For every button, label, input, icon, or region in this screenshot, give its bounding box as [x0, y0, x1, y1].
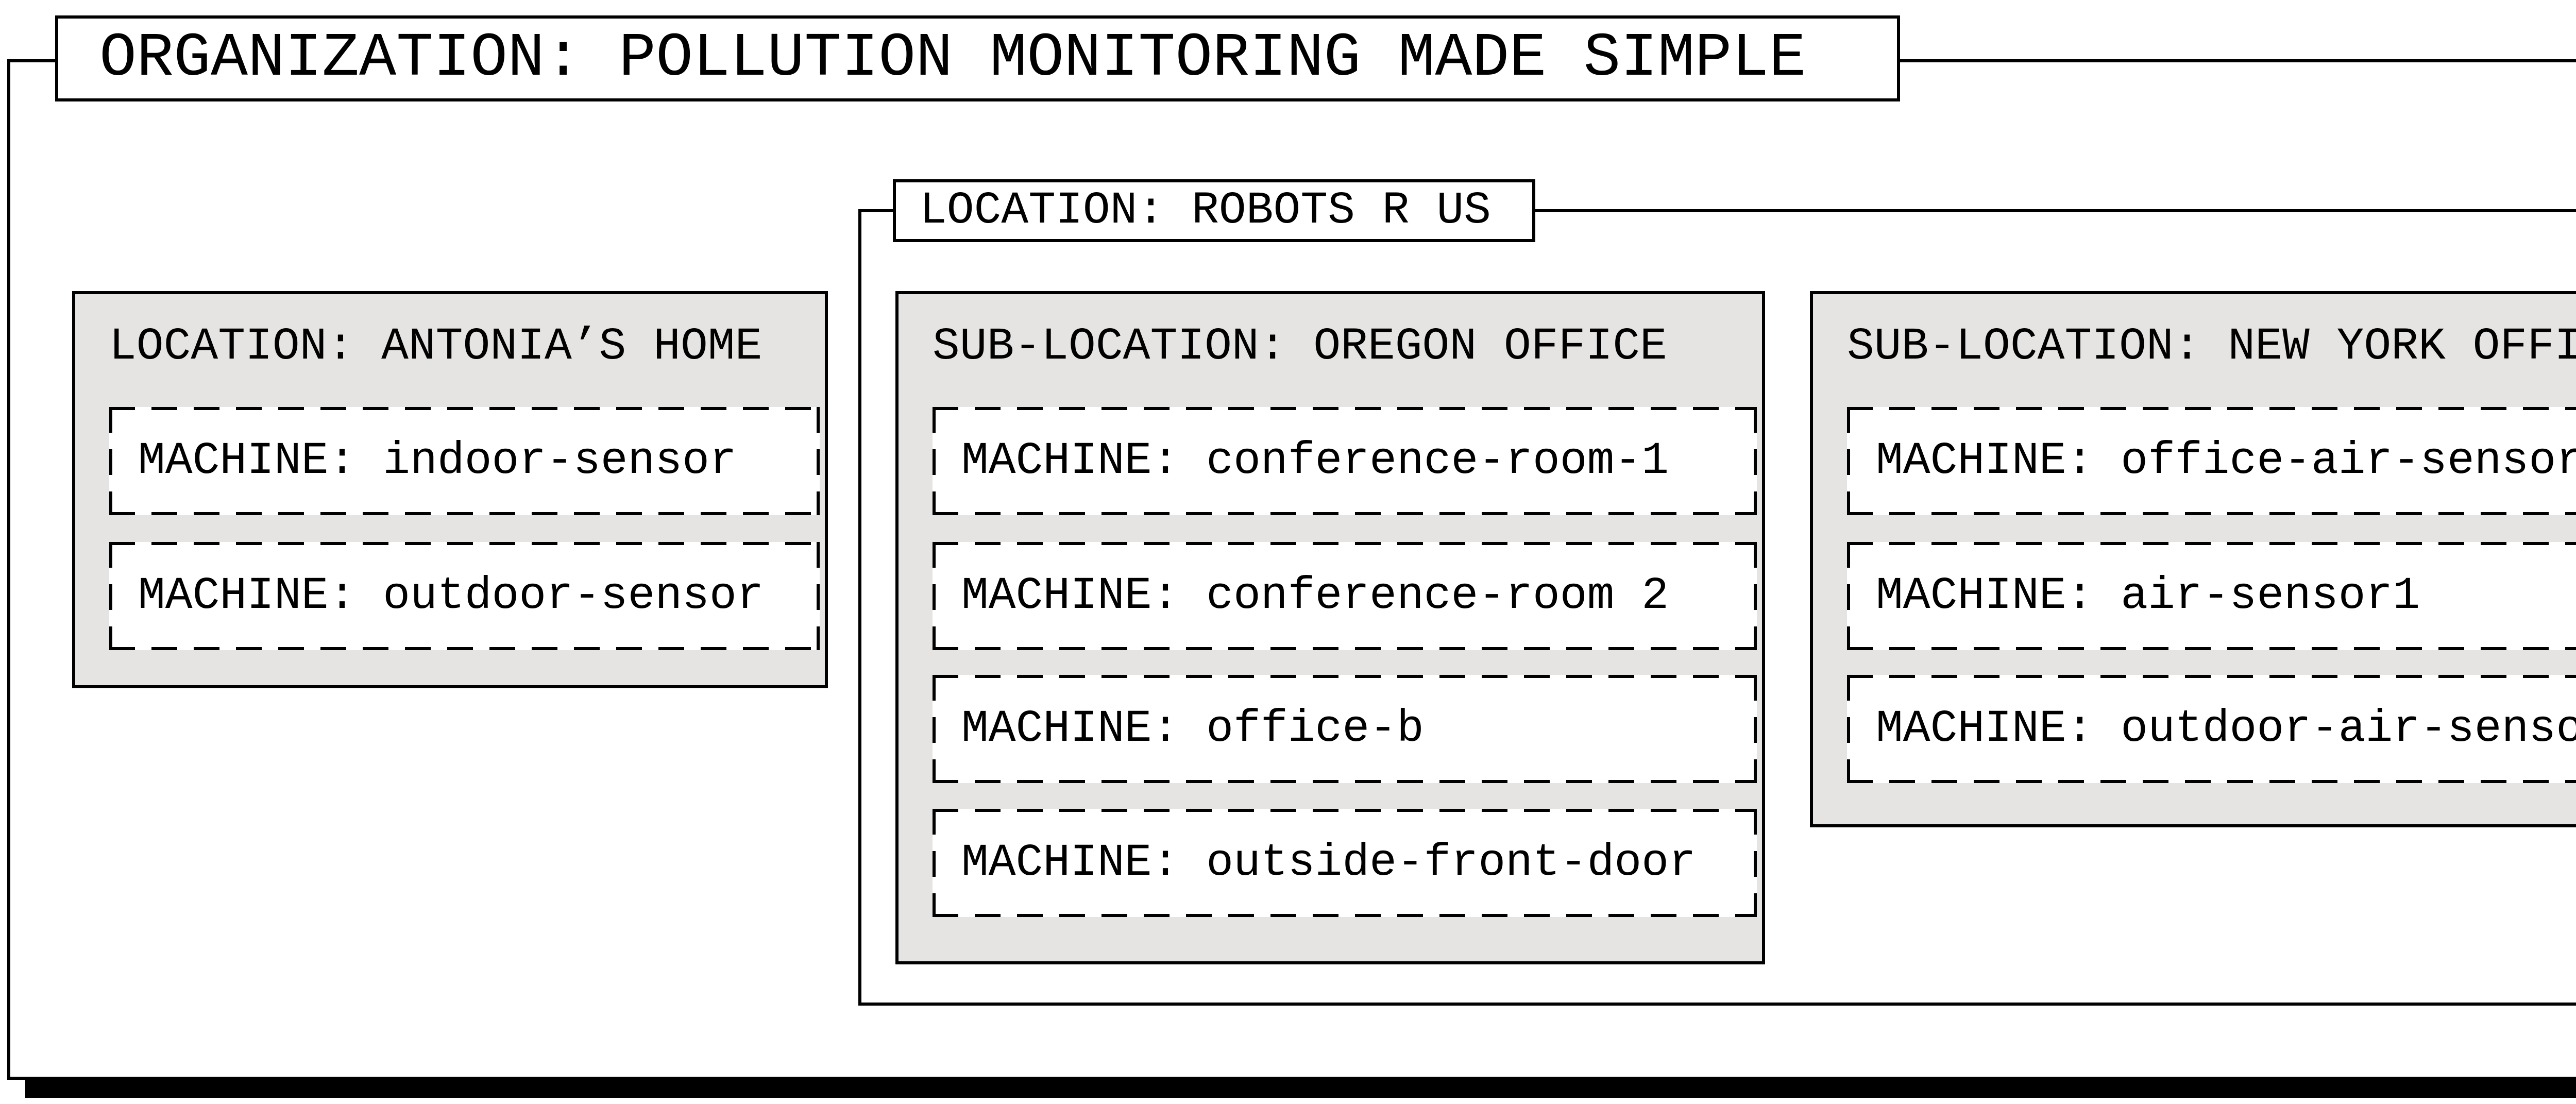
machine-label: MACHINE: conference-room-1 — [961, 435, 1669, 487]
sub-location-box-new-york-office: SUB-LOCATION: NEW YORK OFFICE MACHINE: o… — [1810, 291, 2576, 827]
machine-box-outdoor-sensor: MACHINE: outdoor-sensor — [109, 542, 820, 650]
machine-label: MACHINE: outdoor-air-sensor — [1876, 703, 2576, 755]
sub-location-label-new-york-office: SUB-LOCATION: NEW YORK OFFICE — [1847, 321, 2576, 372]
machine-box-air-sensor1: MACHINE: air-sensor1 — [1847, 542, 2576, 650]
machine-label: MACHINE: outdoor-sensor — [138, 570, 764, 622]
machine-label: MACHINE: indoor-sensor — [138, 435, 737, 487]
machine-box-conference-room-1: MACHINE: conference-room-1 — [933, 407, 1757, 515]
sub-location-box-oregon-office: SUB-LOCATION: OREGON OFFICE MACHINE: con… — [895, 291, 1765, 964]
organization-title-box: ORGANIZATION: POLLUTION MONITORING MADE … — [55, 15, 1900, 101]
machine-label: MACHINE: office-b — [961, 703, 1424, 755]
machine-box-office-air-sensor: MACHINE: office-air-sensor — [1847, 407, 2576, 515]
machine-box-conference-room-2: MACHINE: conference-room 2 — [933, 542, 1757, 650]
machine-label: MACHINE: conference-room 2 — [961, 570, 1669, 622]
location-label-antonias-home: LOCATION: ANTONIA’S HOME — [109, 321, 762, 372]
machine-box-indoor-sensor: MACHINE: indoor-sensor — [109, 407, 820, 515]
machine-label: MACHINE: outside-front-door — [961, 837, 1696, 889]
organization-title: ORGANIZATION: POLLUTION MONITORING MADE … — [99, 23, 1806, 94]
sub-location-label-oregon-office: SUB-LOCATION: OREGON OFFICE — [933, 321, 1667, 372]
machine-label: MACHINE: office-air-sensor — [1876, 435, 2576, 487]
location-label-robots-r-us: LOCATION: ROBOTS R US — [920, 185, 1491, 236]
machine-box-outdoor-air-sensor: MACHINE: outdoor-air-sensor — [1847, 675, 2576, 783]
machine-box-outside-front-door: MACHINE: outside-front-door — [933, 809, 1757, 917]
location-label-box-robots-r-us: LOCATION: ROBOTS R US — [893, 179, 1535, 242]
machine-label: MACHINE: air-sensor1 — [1876, 570, 2420, 622]
location-box-antonias-home: LOCATION: ANTONIA’S HOME MACHINE: indoor… — [72, 291, 828, 688]
machine-box-office-b: MACHINE: office-b — [933, 675, 1757, 783]
